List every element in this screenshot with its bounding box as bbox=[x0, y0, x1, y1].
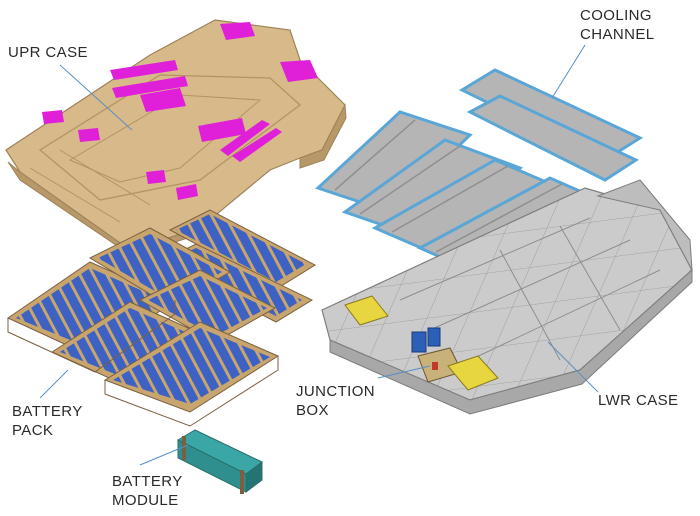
upper-case bbox=[5, 19, 347, 257]
cooling-plate bbox=[458, 68, 644, 182]
junction-box-label: JUNCTION BOX bbox=[296, 383, 376, 419]
battery-pack bbox=[6, 209, 317, 427]
battery-module bbox=[176, 429, 263, 494]
lower-case bbox=[321, 179, 693, 415]
upr-case-label: UPR CASE bbox=[8, 44, 88, 61]
battery-module-label: BATTERY MODULE bbox=[112, 473, 183, 509]
lwr-case-label: LWR CASE bbox=[598, 392, 679, 409]
leader-lines bbox=[39, 44, 599, 466]
cooling-channel-label: COOLING CHANNEL bbox=[580, 7, 655, 43]
battery-pack-label: BATTERY PACK bbox=[12, 403, 83, 439]
pink-pad bbox=[42, 22, 318, 200]
junction-box bbox=[344, 295, 499, 391]
